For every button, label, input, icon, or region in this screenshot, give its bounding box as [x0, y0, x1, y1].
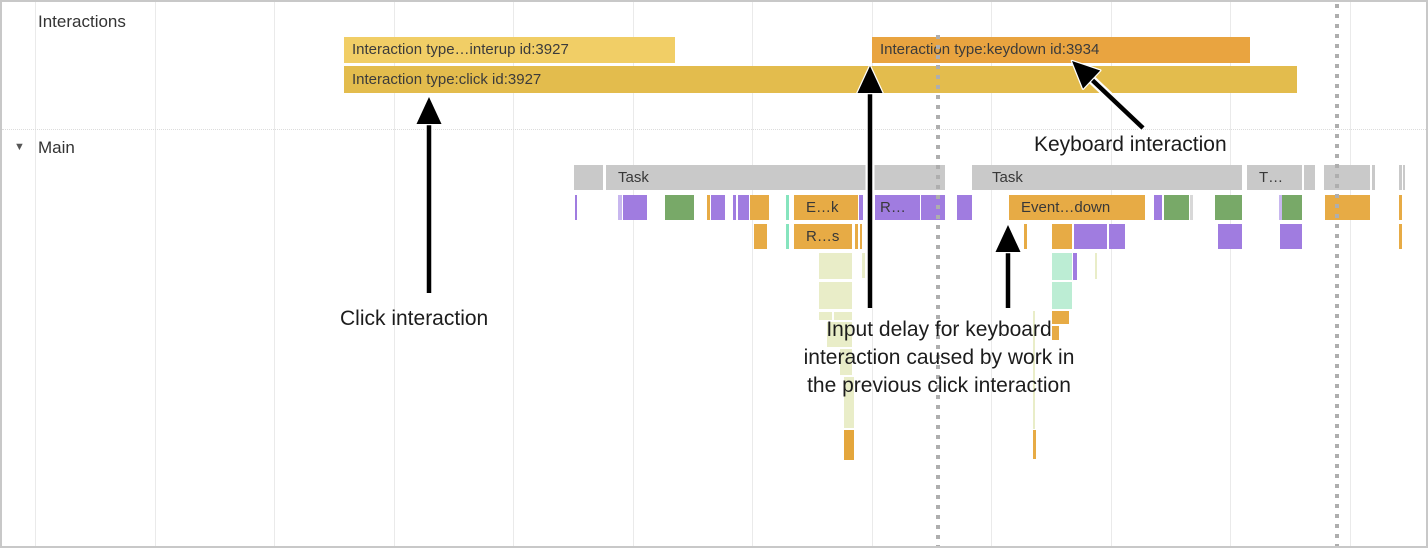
- task-bar[interactable]: [1304, 165, 1315, 190]
- flame-segment[interactable]: [921, 195, 945, 220]
- flame-segment[interactable]: [1399, 224, 1402, 249]
- flame-segment[interactable]: [1052, 282, 1072, 309]
- task-bar[interactable]: T…: [1247, 165, 1302, 190]
- flame-segment[interactable]: [711, 195, 725, 220]
- flame-segment[interactable]: [623, 195, 647, 220]
- interaction-bar-interup[interactable]: Interaction type…interup id:3927: [344, 37, 675, 63]
- flame-segment[interactable]: [1190, 195, 1193, 220]
- gridline: [513, 2, 514, 546]
- task-bar[interactable]: [1372, 165, 1375, 190]
- gridline: [35, 2, 36, 546]
- gridline: [155, 2, 156, 546]
- gridline: [752, 2, 753, 546]
- annotation-keyboard-interaction: Keyboard interaction: [1034, 133, 1227, 156]
- annotation-input-delay-line3: the previous click interaction: [807, 374, 1071, 397]
- gridline: [274, 2, 275, 546]
- flame-segment[interactable]: [786, 224, 789, 249]
- flame-segment[interactable]: [1052, 224, 1072, 249]
- flame-segment[interactable]: [1164, 195, 1189, 220]
- flame-segment[interactable]: [1095, 253, 1097, 279]
- flame-segment[interactable]: [1052, 326, 1059, 340]
- flame-segment[interactable]: [738, 195, 749, 220]
- flame-segment[interactable]: [665, 195, 694, 220]
- gridline: [1111, 2, 1112, 546]
- flame-segment[interactable]: [1033, 311, 1035, 429]
- interaction-boundary-guideline: [936, 35, 940, 546]
- flame-segment[interactable]: [1215, 195, 1242, 220]
- flame-segment[interactable]: [1280, 224, 1302, 249]
- task-bar[interactable]: Task: [972, 165, 1242, 190]
- flame-segment[interactable]: [819, 312, 832, 320]
- task-bar[interactable]: [1324, 165, 1370, 190]
- annotation-input-delay: Input delay for keyboard interaction cau…: [759, 316, 1119, 400]
- flame-segment[interactable]: [840, 349, 852, 375]
- flame-segment[interactable]: [859, 195, 863, 220]
- interaction-boundary-guideline: [1335, 4, 1339, 546]
- interaction-bar-click[interactable]: Interaction type:click id:3927: [344, 66, 1297, 93]
- gridline: [633, 2, 634, 546]
- flame-segment[interactable]: [1154, 195, 1162, 220]
- flame-segment[interactable]: [1218, 224, 1242, 249]
- click-interaction-arrow: [415, 95, 443, 293]
- track-divider: [2, 129, 1426, 130]
- flame-segment[interactable]: [1052, 253, 1072, 280]
- flame-segment[interactable]: [855, 224, 858, 249]
- flame-segment[interactable]: [1279, 195, 1282, 220]
- gridline: [394, 2, 395, 546]
- flame-segment[interactable]: Event…down: [1009, 195, 1145, 220]
- flame-segment[interactable]: [1282, 195, 1302, 220]
- flame-segment[interactable]: [844, 377, 854, 428]
- flame-segment[interactable]: [1399, 195, 1402, 220]
- flame-segment[interactable]: [1074, 224, 1107, 249]
- flame-segment[interactable]: [575, 195, 577, 220]
- flame-segment[interactable]: [844, 430, 854, 460]
- flame-segment[interactable]: [1024, 224, 1027, 249]
- flame-segment[interactable]: [1073, 253, 1077, 280]
- flame-segment[interactable]: [827, 322, 852, 347]
- task-bar[interactable]: [1399, 165, 1402, 190]
- flame-segment[interactable]: [1109, 224, 1125, 249]
- gridline: [1350, 2, 1351, 546]
- flame-segment[interactable]: [957, 195, 972, 220]
- flame-segment[interactable]: [707, 195, 710, 220]
- flame-segment[interactable]: [862, 253, 865, 278]
- interaction-bar-keydown[interactable]: Interaction type:keydown id:3934: [872, 37, 1250, 63]
- event-keydown-arrow: [994, 223, 1022, 308]
- flame-segment[interactable]: R…s: [794, 224, 852, 249]
- flame-segment[interactable]: [733, 195, 736, 220]
- annotation-input-delay-line1: Input delay for keyboard: [826, 318, 1052, 341]
- annotation-input-delay-line2: interaction caused by work in: [803, 346, 1075, 369]
- task-bar[interactable]: [1403, 165, 1405, 190]
- flame-segment[interactable]: R…: [875, 195, 920, 220]
- flame-segment[interactable]: [618, 195, 622, 220]
- gridline: [991, 2, 992, 546]
- flame-segment[interactable]: E…k: [794, 195, 858, 220]
- flame-segment[interactable]: [754, 224, 767, 249]
- task-bar[interactable]: [574, 165, 603, 190]
- main-track-label[interactable]: Main: [38, 138, 75, 157]
- flame-segment[interactable]: [834, 312, 852, 320]
- collapse-triangle-icon[interactable]: ▼: [14, 141, 25, 153]
- flame-segment[interactable]: [1033, 430, 1036, 459]
- gridline: [1230, 2, 1231, 546]
- flame-segment[interactable]: [819, 282, 852, 309]
- flame-segment[interactable]: [750, 195, 769, 220]
- task-bar[interactable]: Task: [606, 165, 945, 190]
- flame-segment[interactable]: [860, 224, 862, 249]
- interactions-track-label: Interactions: [38, 12, 126, 31]
- flame-segment[interactable]: [819, 253, 852, 279]
- flame-segment[interactable]: [1325, 195, 1370, 220]
- flame-segment[interactable]: [1052, 311, 1069, 324]
- flame-segment[interactable]: [786, 195, 789, 220]
- annotation-click-interaction: Click interaction: [340, 307, 489, 330]
